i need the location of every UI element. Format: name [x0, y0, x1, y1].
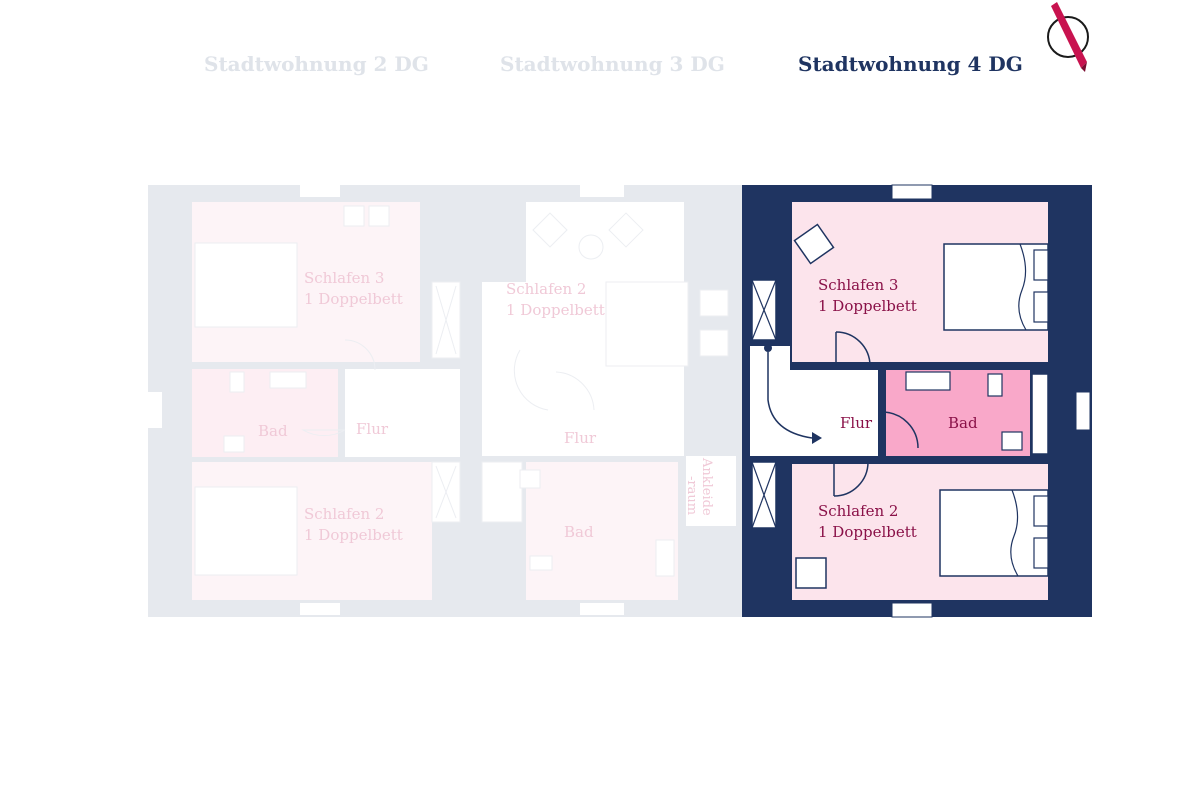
- plan2-schlafen2-bed: 1 Doppelbett: [304, 526, 403, 544]
- plan2-schlafen3-name: Schlafen 3: [304, 269, 384, 287]
- plan-stadtwohnung-2-dg: Schlafen 3 1 Doppelbett Bad Flur Schlafe…: [148, 185, 476, 617]
- plan2-schlafen3-bed: 1 Doppelbett: [304, 290, 403, 308]
- plan4-schlafen3-bed: 1 Doppelbett: [818, 297, 917, 315]
- plan2-flur-label: Flur: [356, 420, 389, 438]
- plan4-schlafen2-bed: 1 Doppelbett: [818, 523, 917, 541]
- plan3-ankleide-line1: Ankleide: [699, 457, 714, 516]
- plan-stadtwohnung-3-dg: Schlafen 2 1 Doppelbett Flur Bad Ankleid…: [476, 185, 742, 617]
- plan3-bad-label: Bad: [564, 523, 594, 541]
- plan4-schlafen3-name: Schlafen 3: [818, 276, 898, 294]
- plan2-schlafen2-name: Schlafen 2: [304, 505, 384, 523]
- plan4-bad-label: Bad: [948, 414, 978, 432]
- plan2-bad-label: Bad: [258, 422, 288, 440]
- tab-stadtwohnung-2-dg[interactable]: Stadtwohnung 2 DG: [204, 52, 429, 76]
- tab-stadtwohnung-4-dg[interactable]: Stadtwohnung 4 DG: [798, 52, 1023, 76]
- plan3-schlafen2-name: Schlafen 2: [506, 280, 586, 298]
- room-flur: [790, 370, 878, 456]
- north-arrow-icon: [1047, 2, 1089, 72]
- plan3-schlafen2-bed: 1 Doppelbett: [506, 301, 605, 319]
- plan-stadtwohnung-4-dg: Schlafen 3 1 Doppelbett Flur Bad Schlafe…: [742, 184, 1092, 618]
- plan4-flur-label: Flur: [840, 414, 873, 432]
- plan4-schlafen2-name: Schlafen 2: [818, 502, 898, 520]
- plan3-ankleide-line2: -raum: [684, 476, 699, 515]
- apartment-tabs: Stadtwohnung 2 DG Stadtwohnung 3 DG Stad…: [0, 52, 1200, 88]
- tab-stadtwohnung-3-dg[interactable]: Stadtwohnung 3 DG: [500, 52, 725, 76]
- plan3-flur-label: Flur: [564, 429, 597, 447]
